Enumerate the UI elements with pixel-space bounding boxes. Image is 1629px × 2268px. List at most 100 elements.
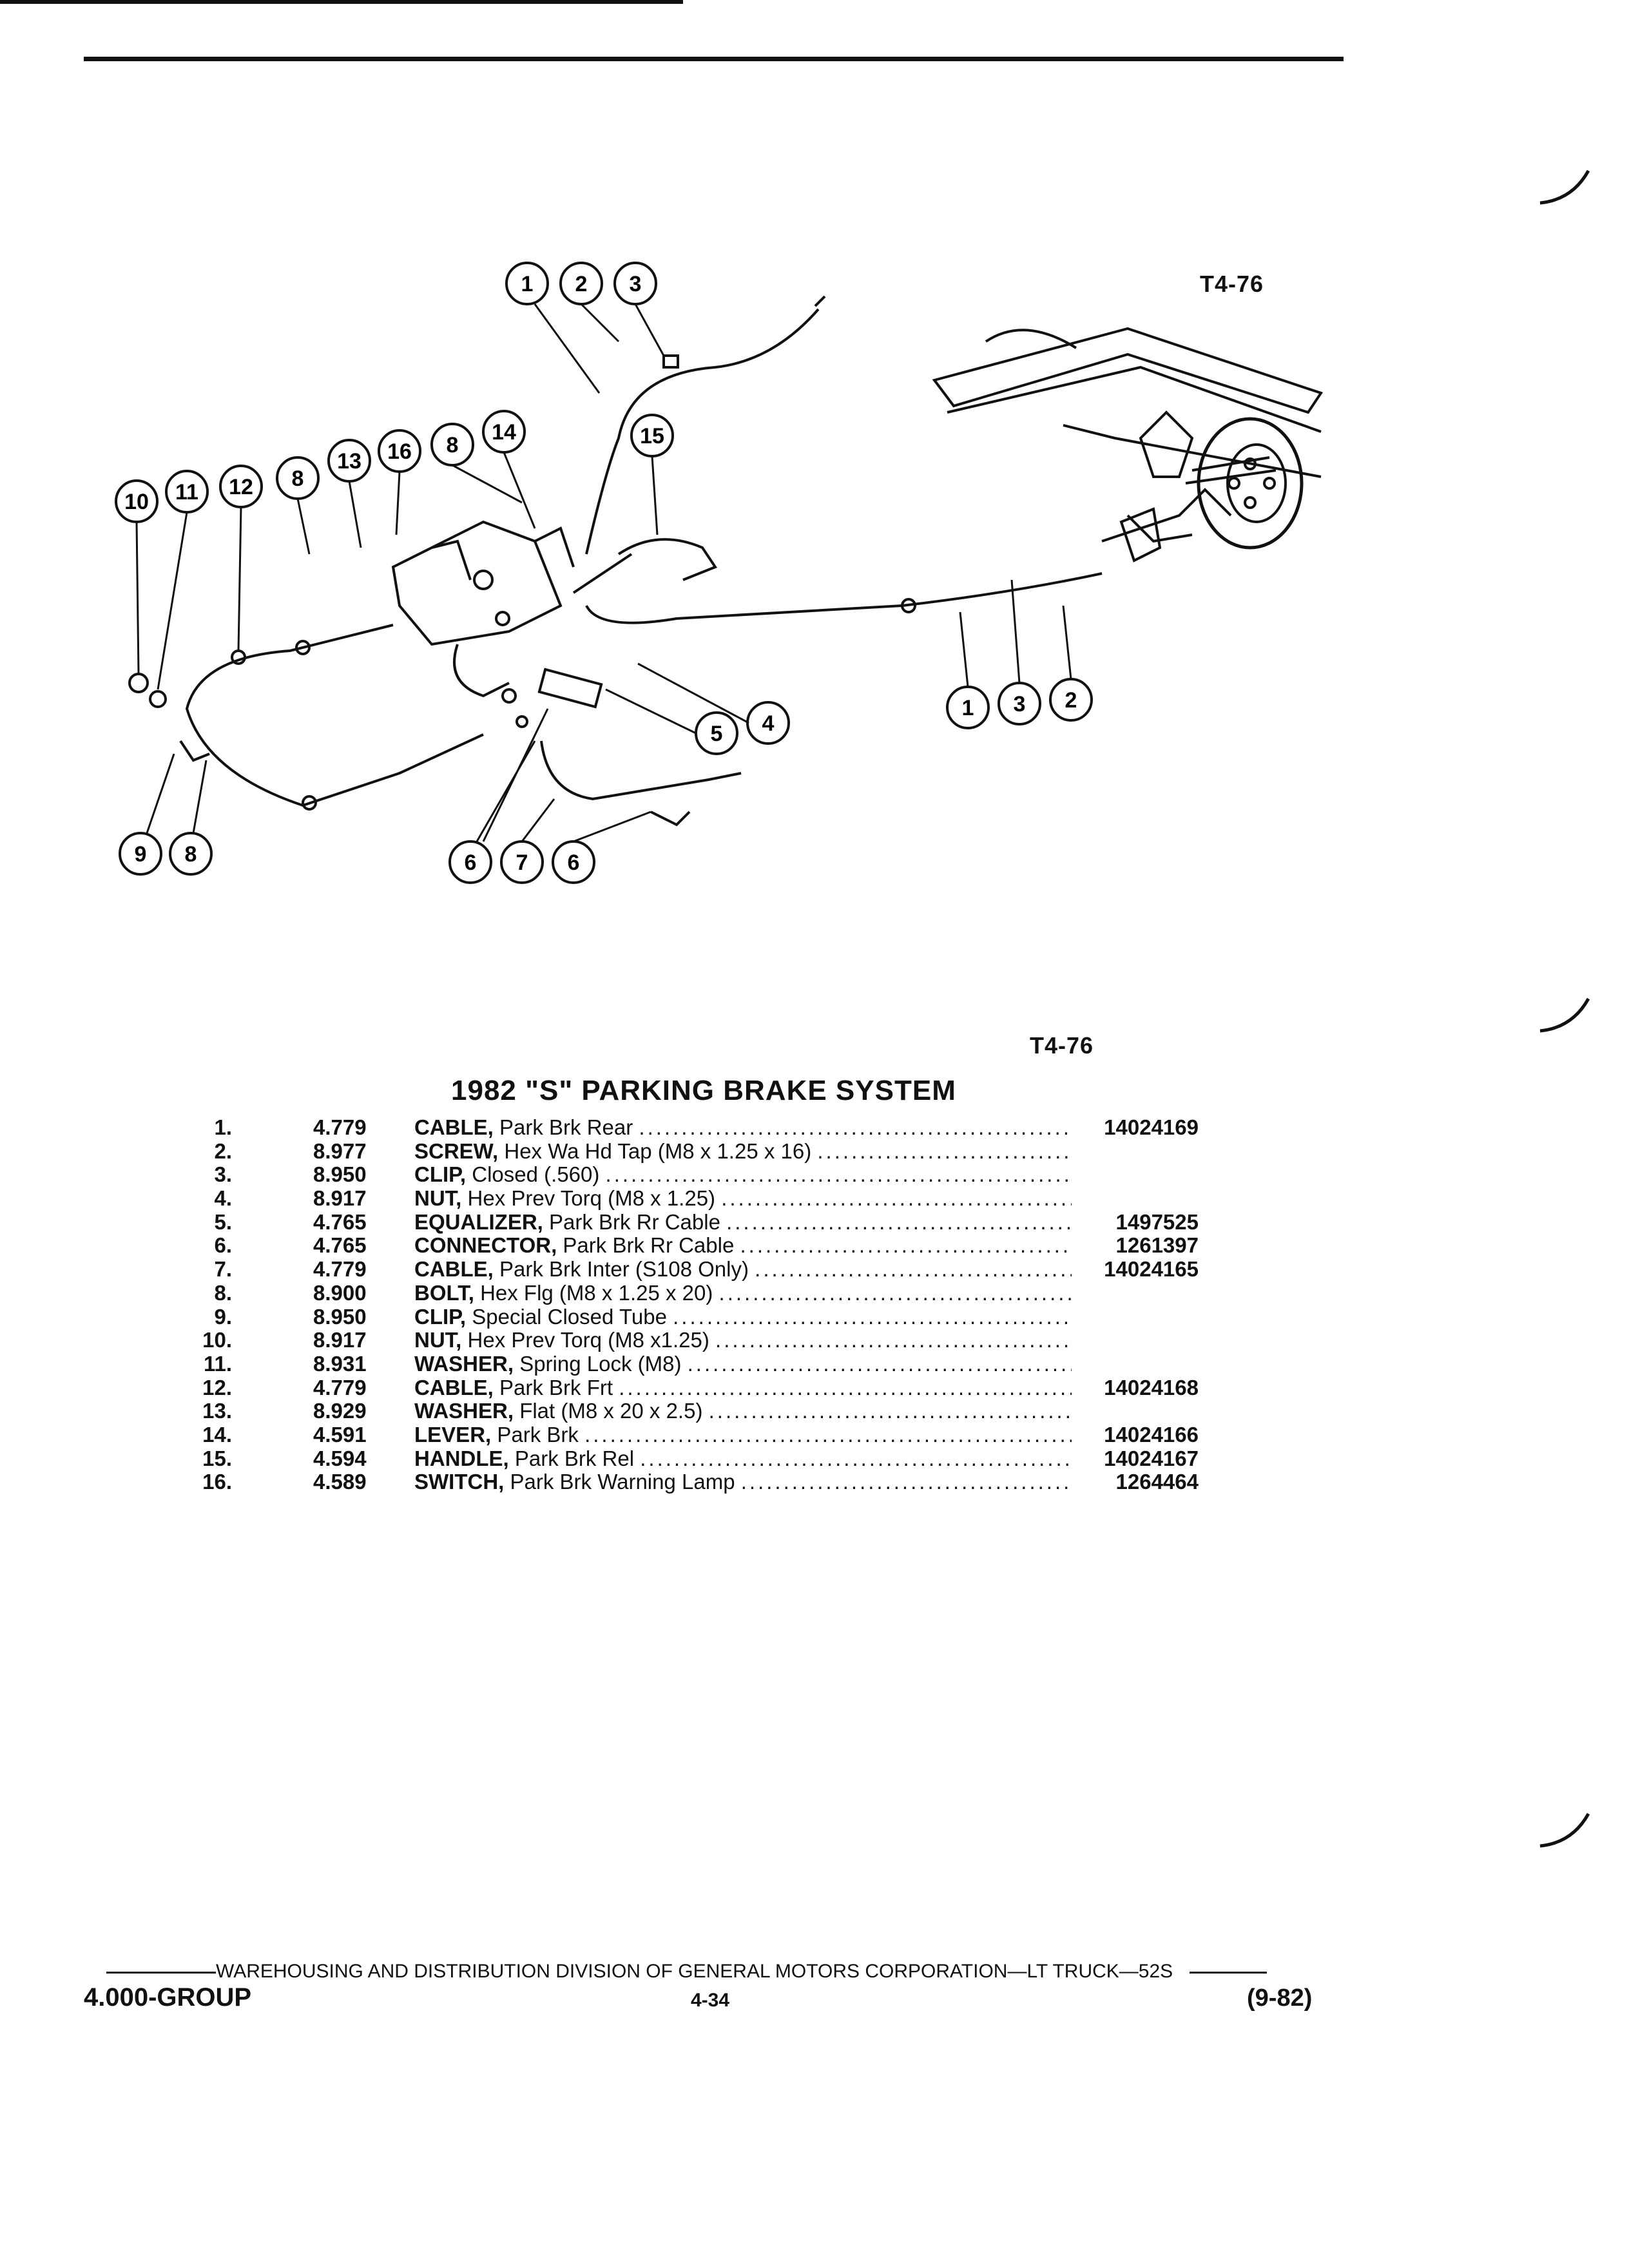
- callout-top-2: 2: [575, 272, 588, 296]
- part-number: 6.: [214, 1233, 232, 1258]
- part-label: HANDLE,: [414, 1446, 509, 1470]
- part-description: CLIP, Special Closed Tube ..............…: [414, 1305, 1072, 1329]
- part-description: LEVER, Park Brk ........................…: [414, 1423, 1072, 1446]
- part-desc-text: Closed (.560): [472, 1163, 600, 1187]
- figure-code-bottom: T4-76: [1030, 1032, 1094, 1059]
- svg-text:8: 8: [292, 466, 304, 491]
- binder-mark-icon: [1539, 169, 1590, 205]
- part-row: 8. 8.900 BOLT, Hex Flg (M8 x 1.25 x 20) ..…: [193, 1280, 1224, 1305]
- svg-text:8: 8: [447, 433, 459, 457]
- svg-text:15: 15: [640, 424, 664, 448]
- part-group: 4.765: [313, 1209, 367, 1234]
- part-number: 12.: [202, 1375, 232, 1399]
- part-number: 14.: [202, 1422, 232, 1446]
- part-group: 8.900: [313, 1280, 367, 1305]
- part-row: 9. 8.950 CLIP, Special Closed Tube .......…: [193, 1305, 1224, 1329]
- part-row: 12. 4.779 CABLE, Park Brk Frt ............…: [193, 1376, 1224, 1400]
- svg-text:9: 9: [135, 842, 147, 867]
- part-number: 11.: [203, 1351, 232, 1376]
- part-desc-text: Hex Prev Torq (M8 x 1.25): [467, 1187, 716, 1211]
- callout-top-1: 1: [521, 272, 534, 296]
- part-number: 4.: [214, 1186, 232, 1211]
- part-catalog-number: 14024165: [1104, 1257, 1199, 1282]
- svg-text:8: 8: [185, 842, 197, 867]
- part-group: 4.765: [313, 1233, 367, 1258]
- part-number: 5.: [214, 1209, 232, 1234]
- part-description: BOLT, Hex Flg (M8 x 1.25 x 20) .........…: [414, 1281, 1072, 1305]
- part-label: CLIP,: [414, 1163, 467, 1187]
- part-number: 15.: [202, 1446, 232, 1470]
- part-label: WASHER,: [414, 1352, 514, 1376]
- part-catalog-number: 14024168: [1104, 1375, 1199, 1399]
- part-number: 9.: [214, 1304, 232, 1329]
- svg-text:4: 4: [762, 711, 775, 736]
- footer-page-number: 4-34: [691, 1990, 730, 2011]
- part-number: 7.: [214, 1257, 232, 1282]
- part-label: NUT,: [414, 1329, 462, 1352]
- equalizer-icon: [537, 668, 603, 709]
- part-label: SCREW,: [414, 1139, 499, 1163]
- part-group: 4.779: [313, 1375, 367, 1399]
- part-desc-text: Park Brk Rr Cable: [563, 1234, 735, 1258]
- inter-cable: [540, 740, 742, 801]
- part-catalog-number: 1497525: [1115, 1209, 1199, 1234]
- part-desc-text: Park Brk Rr Cable: [549, 1210, 720, 1234]
- part-description: CLIP, Closed (.560) ....................…: [414, 1163, 1072, 1187]
- part-group: 8.950: [313, 1304, 367, 1329]
- part-group: 4.589: [313, 1470, 367, 1494]
- part-number: 13.: [202, 1399, 232, 1423]
- callout-group-right: 1 3 2: [946, 678, 1093, 729]
- part-label: CABLE,: [414, 1116, 494, 1139]
- binder-mark-icon: [1539, 1812, 1590, 1848]
- svg-text:6: 6: [465, 850, 477, 875]
- part-desc-text: Spring Lock (M8): [519, 1352, 682, 1376]
- parking-brake-diagram: 1 2 3 10 11 12 8 13 16 8 14 15: [115, 262, 1324, 884]
- header-rule: [84, 57, 1344, 61]
- part-label: SWITCH,: [414, 1470, 505, 1494]
- part-desc-text: Hex Prev Torq (M8 x1.25): [467, 1329, 709, 1352]
- part-group: 8.977: [313, 1139, 367, 1163]
- part-number: 8.: [214, 1280, 232, 1305]
- callout-group-bottom-left: 9 8: [119, 832, 213, 876]
- part-label: CABLE,: [414, 1376, 494, 1399]
- part-desc-text: Park Brk Rel: [514, 1446, 635, 1470]
- footer-division-line: WAREHOUSING AND DISTRIBUTION DIVISION OF…: [106, 1961, 1268, 1983]
- callout-group-middle: 5 4: [695, 701, 790, 755]
- top-corner-rule: [0, 0, 683, 4]
- part-description: NUT, Hex Prev Torq (M8 x 1.25) .........…: [414, 1187, 1072, 1211]
- part-description: WASHER, Spring Lock (M8) ...............…: [414, 1352, 1072, 1376]
- footer-group: 4.000-GROUP: [84, 1983, 252, 2012]
- part-description: WASHER, Flat (M8 x 20 x 2.5) ...........…: [414, 1399, 1072, 1423]
- callout-top-3: 3: [630, 272, 642, 296]
- rear-axle-illustration: [932, 327, 1324, 562]
- part-group: 8.950: [313, 1162, 367, 1187]
- part-desc-text: Park Brk Rear: [499, 1116, 633, 1139]
- lever-assembly: [391, 520, 575, 698]
- part-description: SCREW, Hex Wa Hd Tap (M8 x 1.25 x 16) ..…: [414, 1139, 1072, 1163]
- part-description: CABLE, Park Brk Frt ....................…: [414, 1376, 1072, 1399]
- svg-text:1: 1: [962, 696, 974, 720]
- part-group: 4.779: [313, 1115, 367, 1139]
- part-description: NUT, Hex Prev Torq (M8 x1.25) ..........…: [414, 1329, 1072, 1352]
- part-label: CONNECTOR,: [414, 1234, 557, 1258]
- callout-group-left: 10 11 12 8 13 16 8 14 15: [115, 410, 674, 523]
- part-number: 10.: [202, 1328, 232, 1352]
- binder-mark-icon: [1539, 997, 1590, 1033]
- part-label: BOLT,: [414, 1281, 474, 1305]
- part-label: LEVER,: [414, 1423, 492, 1446]
- svg-text:5: 5: [711, 722, 723, 746]
- part-label: CLIP,: [414, 1305, 467, 1329]
- release-handle: [617, 538, 718, 581]
- callout-group-bottom-center: 6 7 6: [448, 840, 595, 884]
